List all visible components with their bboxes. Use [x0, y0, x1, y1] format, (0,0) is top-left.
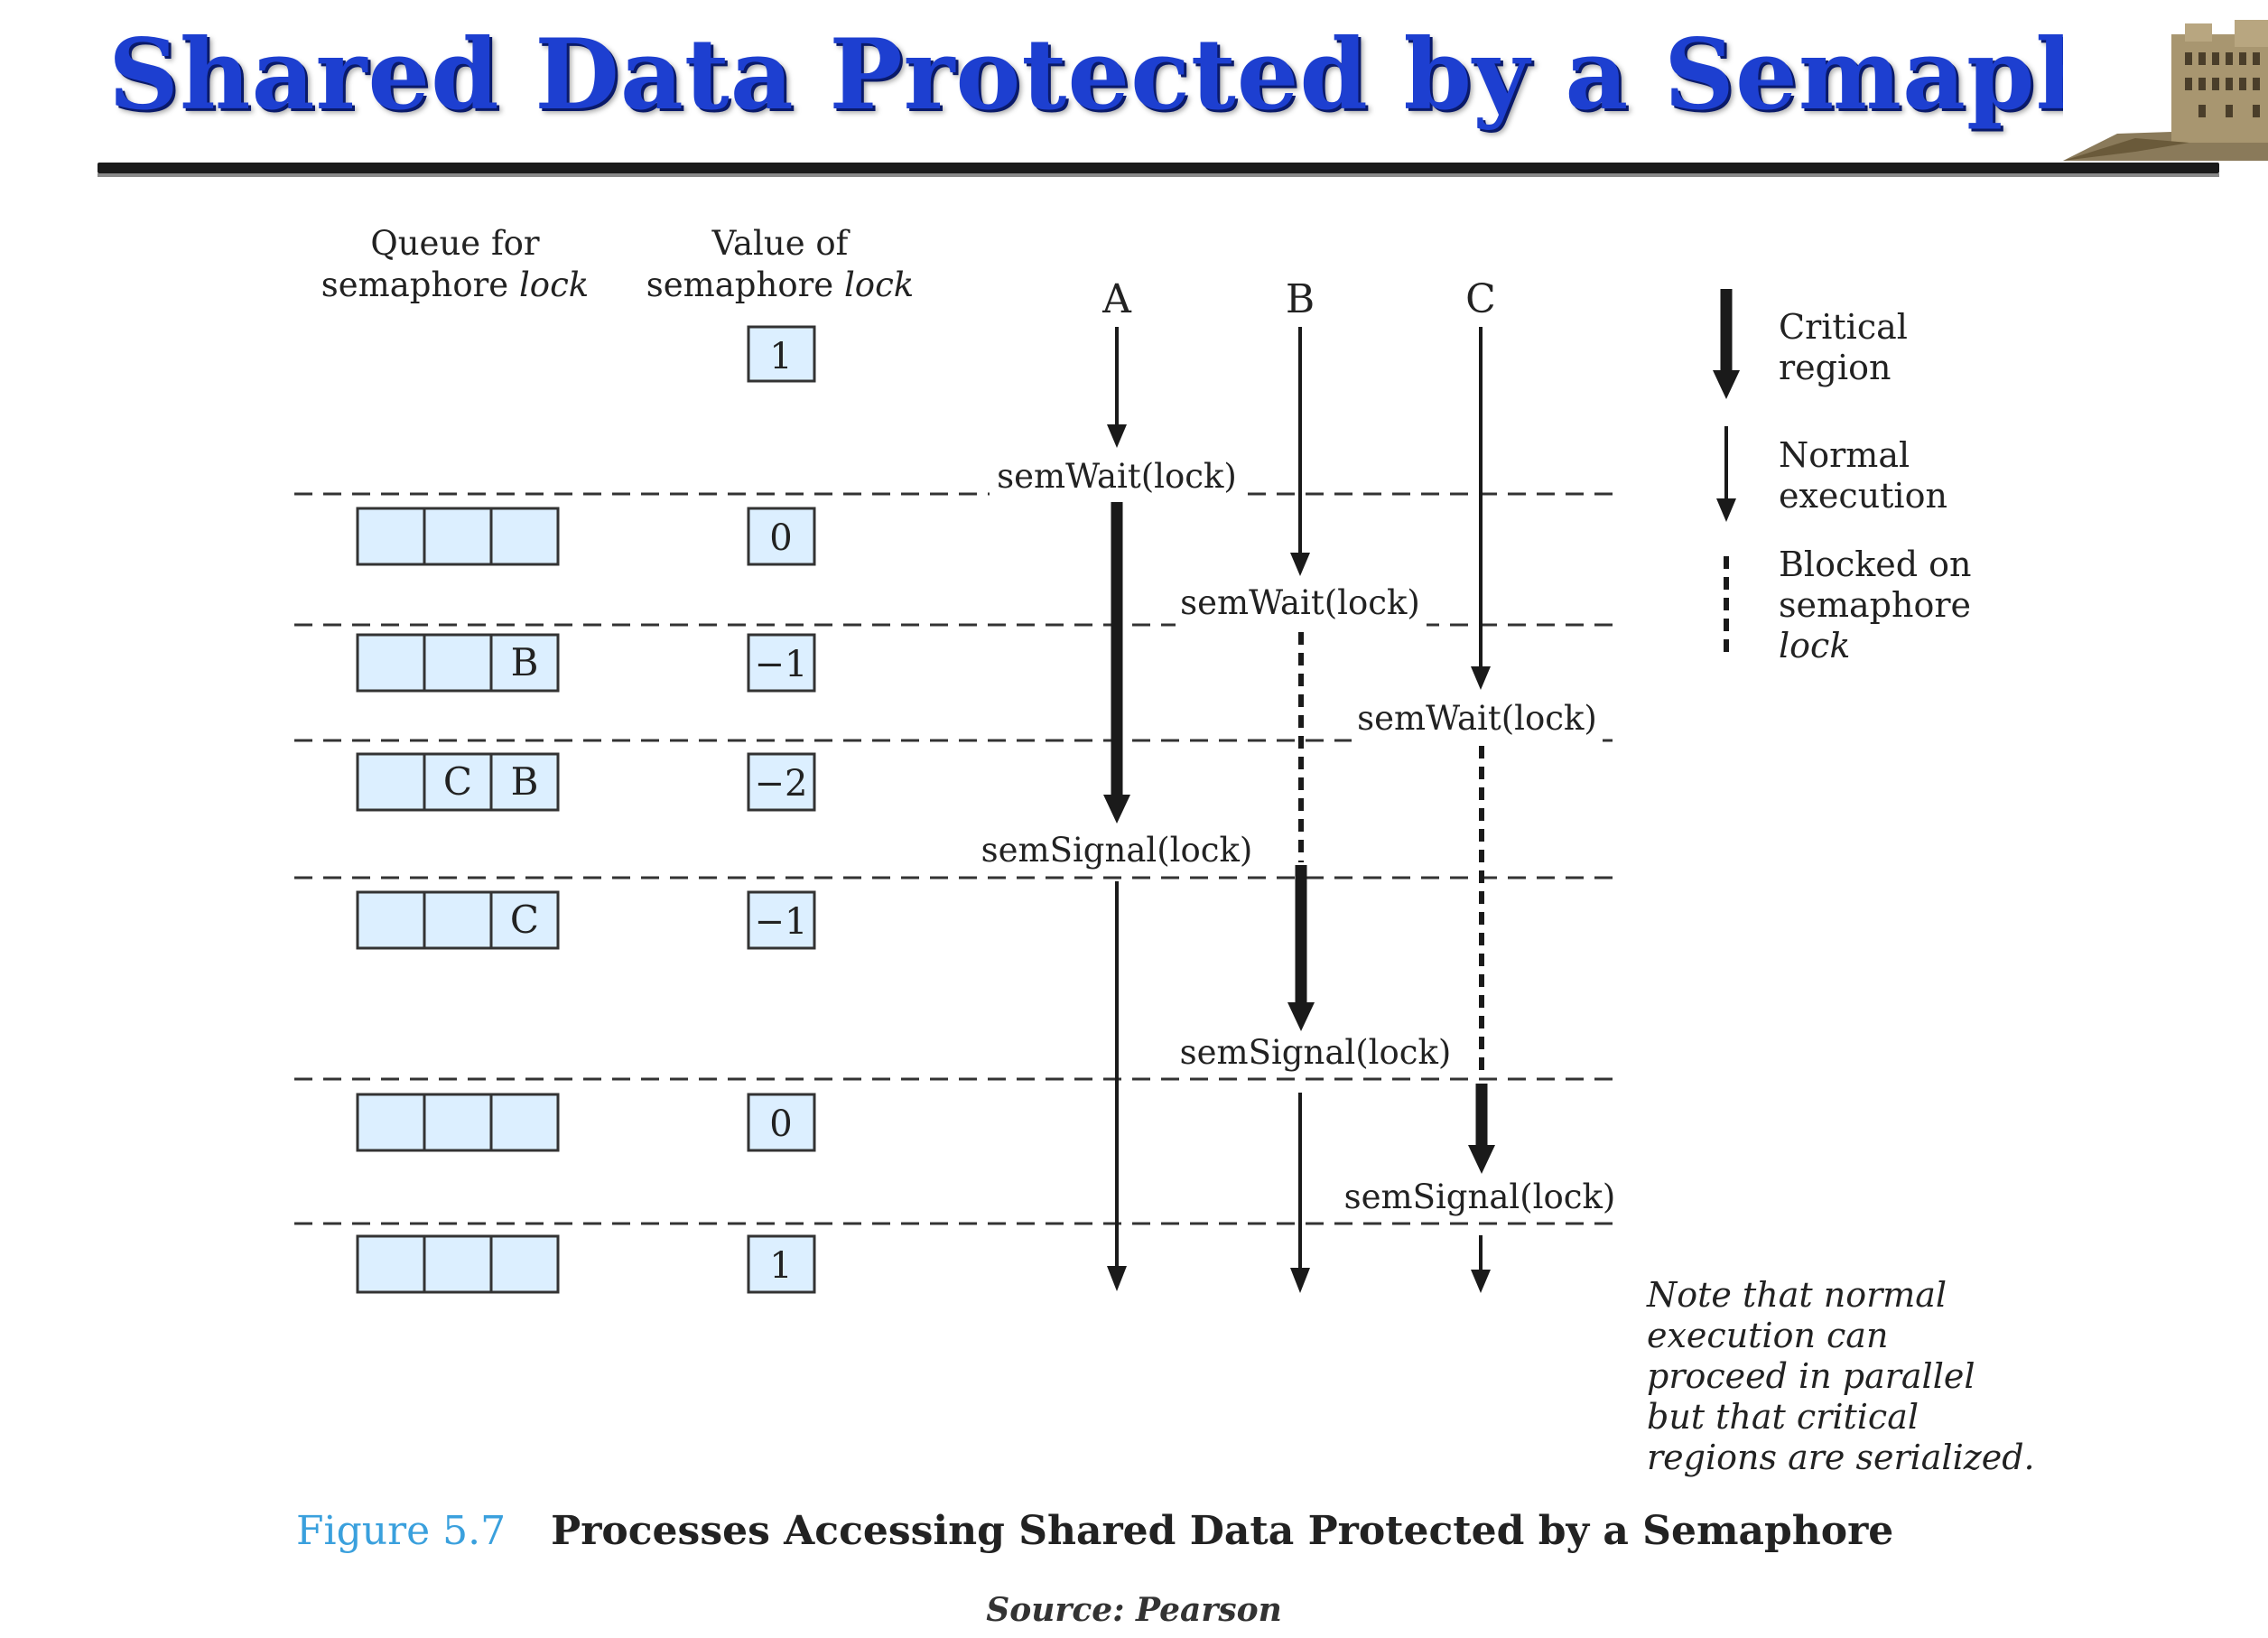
source-credit: Source: Pearson [986, 1591, 1282, 1629]
queue-cell [356, 752, 426, 812]
queue-cell [423, 890, 493, 950]
queue-cell [356, 633, 426, 693]
a-arrowhead-1 [1107, 424, 1127, 448]
event-c-wait: semWait(lock) [1357, 699, 1597, 738]
queue-cell-label: B [511, 640, 539, 684]
value-box [747, 752, 816, 812]
initial-value: 1 [769, 336, 792, 377]
note-line: execution can [1647, 1316, 1889, 1355]
figure-title: Processes Accessing Shared Data Protecte… [551, 1508, 1894, 1554]
queue-cell [356, 1093, 426, 1152]
b-arrowhead-critical [1287, 1002, 1315, 1031]
queue-cell [489, 890, 560, 950]
c-arrowhead-1 [1471, 666, 1491, 690]
queue-cell [356, 890, 426, 950]
a-arrowhead-2 [1107, 1266, 1127, 1291]
value-label: 0 [769, 517, 792, 559]
note-line: but that critical [1647, 1397, 1919, 1437]
queue-cell [489, 1234, 560, 1294]
initial-value-box: 1 [747, 325, 816, 383]
queue-header-line1: Queue for [370, 224, 540, 263]
building-logo-icon [2063, 16, 2268, 161]
value-box [747, 1234, 816, 1294]
legend-normal-line2: execution [1779, 476, 1947, 516]
state-row: B −1 [356, 633, 816, 693]
note-line: Note that normal [1647, 1275, 1947, 1315]
title-underline-shadow [98, 173, 2219, 177]
slide-title: Shared Data Protected by a Semaphore [108, 18, 2268, 132]
queue-cell [489, 507, 560, 566]
note: Note that normal execution can proceed i… [1647, 1275, 2035, 1478]
queue-cell [423, 507, 493, 566]
event-c-signal: semSignal(lock) [1344, 1177, 1616, 1216]
legend-blocked-line2: semaphore [1779, 585, 1971, 625]
legend-blocked-line3: lock [1779, 626, 1850, 665]
process-label-a: A [1101, 276, 1132, 322]
b-arrowhead-1 [1290, 553, 1310, 576]
value-header-line1: Value of [711, 224, 850, 263]
value-label: 1 [769, 1245, 792, 1287]
queue-cell [489, 752, 560, 812]
legend-normal-arrowhead-icon [1716, 498, 1736, 522]
value-label: −1 [755, 644, 808, 685]
value-label: −1 [755, 901, 808, 943]
state-row: C −1 [356, 890, 816, 950]
queue-cell-label: C [443, 759, 472, 804]
title-underline [98, 163, 2219, 173]
note-line: regions are serialized. [1647, 1438, 2035, 1477]
queue-cell [423, 633, 493, 693]
event-a-wait: semWait(lock) [997, 457, 1237, 496]
figure-caption: Figure 5.7 Processes Accessing Shared Dat… [296, 1508, 1893, 1554]
c-arrowhead-2 [1471, 1270, 1491, 1293]
value-header-line2: semaphore lock [646, 265, 914, 304]
legend-blocked-line1: Blocked on [1779, 544, 1972, 584]
state-row: 0 [356, 507, 816, 566]
value-box [747, 890, 816, 950]
queue-cell [423, 1093, 493, 1152]
queue-cell [423, 1234, 493, 1294]
value-label: −2 [755, 763, 808, 805]
b-arrowhead-2 [1290, 1268, 1310, 1293]
event-b-signal: semSignal(lock) [1180, 1033, 1452, 1072]
process-label-b: B [1286, 276, 1315, 322]
legend-critical-line2: region [1779, 348, 1891, 387]
state-row: 1 [356, 1234, 816, 1294]
event-b-wait: semWait(lock) [1180, 583, 1420, 622]
figure-number: Figure 5.7 [296, 1508, 507, 1554]
queue-cell [489, 1093, 560, 1152]
value-box [747, 633, 816, 693]
legend-normal-line1: Normal [1779, 435, 1910, 475]
a-arrowhead-critical [1103, 795, 1130, 824]
process-timelines [1103, 327, 1495, 1293]
legend: Critical region Normal execution Blocked… [1713, 289, 1972, 665]
note-line: proceed in parallel [1647, 1356, 1975, 1396]
process-label-c: C [1465, 276, 1496, 322]
queue-cell [423, 752, 493, 812]
queue-cell-label: C [510, 898, 539, 942]
event-a-signal: semSignal(lock) [981, 831, 1253, 870]
queue-cell [356, 1234, 426, 1294]
value-box [747, 1093, 816, 1152]
state-row: 0 [356, 1093, 816, 1152]
value-box [747, 507, 816, 566]
legend-critical-arrowhead-icon [1713, 370, 1740, 399]
queue-cell-label: B [511, 759, 539, 804]
c-arrowhead-critical [1468, 1145, 1495, 1174]
value-label: 0 [769, 1103, 792, 1145]
event-labels: semWait(lock) semWait(lock) semWait(lock… [979, 455, 1618, 1221]
queue-header-line2: semaphore lock [321, 265, 589, 304]
queue-cell [356, 507, 426, 566]
queue-cell [489, 633, 560, 693]
legend-critical-line1: Critical [1779, 307, 1908, 347]
